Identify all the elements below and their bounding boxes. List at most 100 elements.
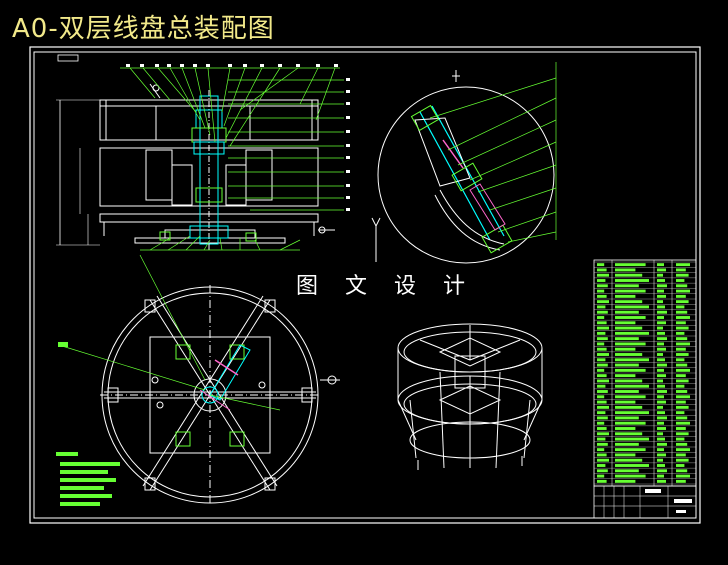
bom-cell-mark xyxy=(615,411,649,415)
bom-cell-mark xyxy=(615,289,646,293)
detail-view-leaders xyxy=(429,62,557,243)
bom-cell-mark xyxy=(657,411,665,415)
bom-cell-mark xyxy=(597,395,605,399)
bom-cell-mark xyxy=(676,310,688,314)
bom-cell-mark xyxy=(615,263,646,267)
bom-cell-mark xyxy=(597,469,608,473)
bom-cell-mark xyxy=(615,416,639,420)
bom-cell-mark xyxy=(676,289,690,293)
bom-cell-mark xyxy=(657,368,664,372)
bom-cell-mark xyxy=(597,411,606,415)
bom-cell-mark xyxy=(657,432,663,436)
bom-cell-mark xyxy=(597,442,608,446)
bom-cell-mark xyxy=(597,305,606,309)
bom-cell-mark xyxy=(676,405,689,409)
bom-cell-mark xyxy=(676,437,685,441)
bom-cell-mark xyxy=(597,300,609,304)
bom-cell-mark xyxy=(657,294,666,298)
bom-cell-mark xyxy=(615,342,646,346)
bom-cell-mark xyxy=(615,358,649,362)
bom-cell-mark xyxy=(657,337,667,341)
bom-cell-mark xyxy=(597,464,606,467)
bom-cell-mark xyxy=(657,427,666,430)
bom-cell-mark xyxy=(615,395,646,399)
bom-cell-mark xyxy=(597,326,609,330)
bom-cell-mark xyxy=(676,479,686,483)
bom-cell-mark xyxy=(657,442,667,446)
bom-cell-mark xyxy=(597,400,607,404)
bom-cell-mark xyxy=(657,310,667,314)
bom-cell-mark xyxy=(615,279,649,282)
bom-cell-mark xyxy=(676,316,690,319)
bom-cell-mark xyxy=(676,464,685,467)
bom-cell-mark xyxy=(615,453,636,457)
bom-cell-mark xyxy=(657,273,663,277)
bom-cell-mark xyxy=(615,448,646,452)
bom-cell-mark xyxy=(615,294,636,298)
bom-cell-mark xyxy=(676,432,689,436)
bom-cell-mark xyxy=(615,316,646,319)
watermark-text: 图 文 设 计 xyxy=(296,274,475,299)
bom-cell-mark xyxy=(597,379,609,383)
bill-of-materials-table xyxy=(593,259,697,519)
bom-cell-mark xyxy=(615,421,646,425)
bom-cell-mark xyxy=(597,374,607,378)
bom-cell-mark xyxy=(676,342,690,346)
bom-cell-mark xyxy=(657,284,667,288)
bom-cell-mark xyxy=(676,427,686,430)
bom-cell-mark xyxy=(615,310,639,314)
bom-cell-mark xyxy=(657,347,666,351)
bom-cell-mark xyxy=(657,289,664,293)
bom-rows xyxy=(594,261,696,485)
bom-cell-mark xyxy=(597,474,605,478)
bom-cell-mark xyxy=(657,469,667,473)
bom-cell-mark xyxy=(676,474,690,478)
bom-cell-mark xyxy=(615,337,639,341)
bom-cell-mark xyxy=(676,321,686,325)
balloon-marks xyxy=(126,64,350,211)
bom-cell-mark xyxy=(676,411,685,415)
bom-cell-mark xyxy=(676,453,686,457)
bom-cell-mark xyxy=(676,384,685,388)
bom-cell-mark xyxy=(657,421,664,425)
bom-cell-mark xyxy=(597,342,605,346)
hub-components xyxy=(159,109,257,242)
bom-cell-mark xyxy=(657,279,665,282)
bom-cell-mark xyxy=(615,390,639,393)
bom-cell-mark xyxy=(597,268,607,272)
bom-cell-mark xyxy=(615,321,636,325)
bom-cell-mark xyxy=(615,331,649,335)
bom-cell-mark xyxy=(676,379,689,383)
bom-cell-mark xyxy=(615,305,649,309)
bom-cell-mark xyxy=(597,416,608,420)
bom-cell-mark xyxy=(615,268,636,272)
outer-frame xyxy=(29,46,701,524)
bom-cell-mark xyxy=(676,337,688,341)
bom-cell-mark xyxy=(615,474,646,478)
bom-cell-mark xyxy=(615,326,643,330)
bom-cell-mark xyxy=(597,453,607,457)
bom-cell-mark xyxy=(615,479,636,483)
bom-cell-mark xyxy=(657,305,665,309)
bom-cell-mark xyxy=(597,321,607,325)
bom-cell-mark xyxy=(615,363,639,367)
bom-cell-mark xyxy=(657,268,666,272)
bom-cell-mark xyxy=(676,279,685,282)
bom-cell-mark xyxy=(676,353,689,356)
bom-cell-mark xyxy=(657,331,665,335)
bom-cell-mark xyxy=(615,427,636,430)
bom-cell-mark xyxy=(657,342,664,346)
bom-cell-mark xyxy=(597,337,608,341)
bom-cell-mark xyxy=(676,395,690,399)
bom-cell-mark xyxy=(615,379,643,383)
bom-cell-mark xyxy=(676,326,689,330)
bom-cell-mark xyxy=(657,474,664,478)
front-view-top-leaders xyxy=(120,67,340,147)
technical-notes xyxy=(56,452,120,506)
bom-cell-mark xyxy=(657,326,663,330)
bom-cell-mark xyxy=(657,390,667,393)
cutting-plane-marker xyxy=(371,217,381,262)
bom-cell-mark xyxy=(657,358,665,362)
bom-cell-mark xyxy=(676,448,690,452)
